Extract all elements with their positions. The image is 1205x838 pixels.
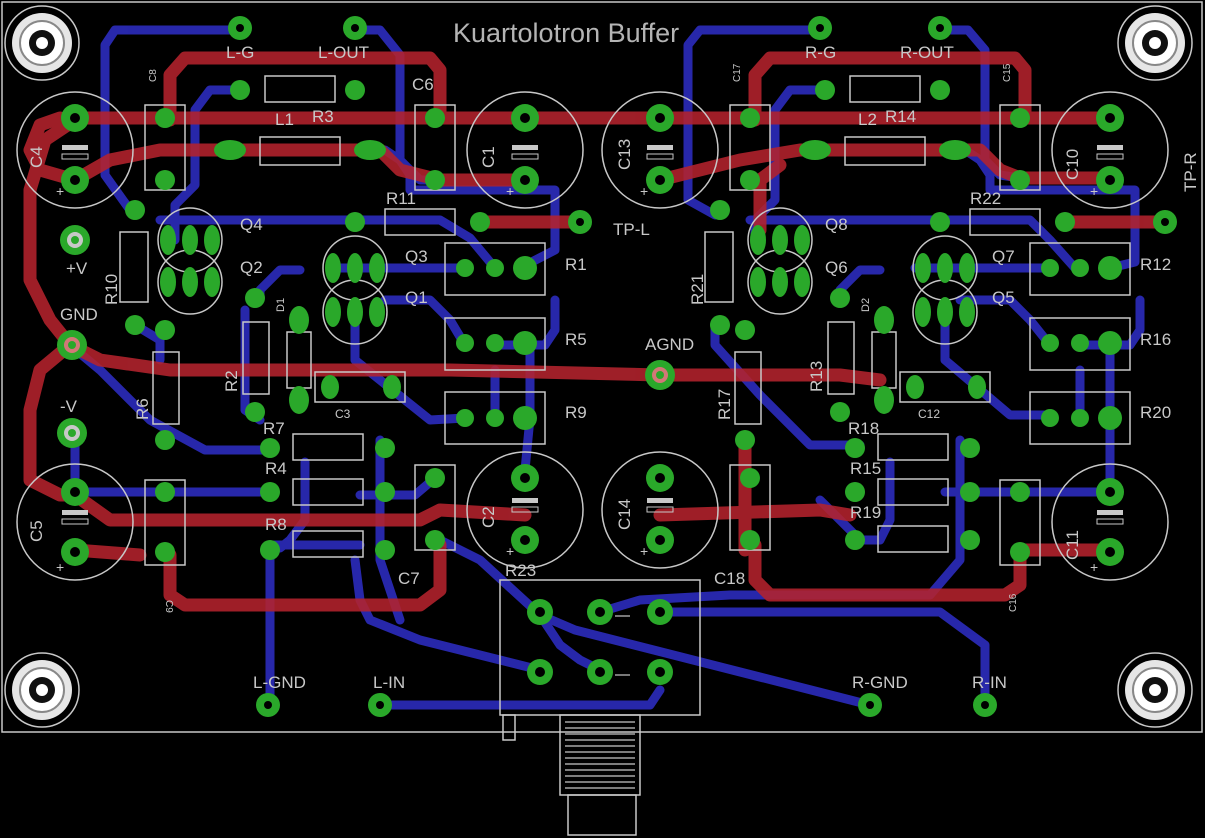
label-r13: R13: [807, 361, 826, 392]
label-c7: C7: [398, 569, 420, 588]
label-c5: C5: [27, 520, 46, 542]
label-q4: Q4: [240, 215, 263, 234]
mounting-holes: [12, 13, 1185, 720]
power-pads: [57, 225, 675, 448]
label-r21: R21: [688, 274, 707, 305]
polarity-plus-signs: + + + + + + + +: [56, 183, 1098, 575]
pads: [61, 16, 1177, 717]
svg-text:+: +: [56, 183, 64, 199]
label-c2: C2: [479, 506, 498, 528]
label-c12: C12: [918, 407, 940, 421]
label-c1: C1: [479, 146, 498, 168]
top-copper-traces: [23, 51, 1172, 612]
label-c10: C10: [1063, 149, 1082, 180]
label-minus-v: -V: [60, 397, 78, 416]
label-q5: Q5: [992, 288, 1015, 307]
label-r17: R17: [715, 389, 734, 420]
label-r19: R19: [850, 503, 881, 522]
label-r-gnd: R-GND: [852, 673, 908, 692]
label-c8: C8: [148, 69, 159, 82]
label-q8: Q8: [825, 215, 848, 234]
label-l-out: L-OUT: [318, 43, 369, 62]
label-plus-v: +V: [66, 259, 88, 278]
svg-text:+: +: [1090, 183, 1098, 199]
label-gnd: GND: [60, 305, 98, 324]
label-r23: R23: [505, 561, 536, 580]
label-r-out: R-OUT: [900, 43, 954, 62]
label-r11: R11: [386, 189, 416, 208]
label-r-in: R-IN: [972, 673, 1007, 692]
label-r20: R20: [1140, 403, 1171, 422]
label-d2: D2: [860, 298, 872, 312]
svg-text:+: +: [640, 183, 648, 199]
label-c13: C13: [615, 139, 634, 170]
label-r12: R12: [1140, 255, 1171, 274]
jack-threads: [565, 615, 635, 789]
svg-text:+: +: [506, 183, 514, 199]
label-r22: R22: [970, 189, 1001, 208]
svg-text:+: +: [640, 543, 648, 559]
pad-drills: [70, 24, 1169, 709]
label-r2: R2: [222, 370, 241, 392]
label-r-g: R-G: [805, 43, 836, 62]
label-r6: R6: [133, 398, 152, 420]
label-q3: Q3: [405, 247, 428, 266]
label-r4: R4: [265, 459, 287, 478]
label-r5: R5: [565, 330, 587, 349]
label-q1: Q1: [405, 288, 428, 307]
label-c14: C14: [615, 499, 634, 530]
label-c6: C6: [412, 75, 434, 94]
label-l2: L2: [858, 110, 877, 129]
label-l1: L1: [275, 110, 294, 129]
label-q6: Q6: [825, 258, 848, 277]
label-l-in: L-IN: [373, 673, 405, 692]
label-c9: C9: [163, 600, 174, 613]
label-c16: C16: [1008, 593, 1019, 612]
svg-text:+: +: [1090, 559, 1098, 575]
label-r18: R18: [848, 419, 879, 438]
label-q7: Q7: [992, 247, 1015, 266]
label-c4: C4: [27, 146, 46, 168]
label-r7: R7: [263, 419, 285, 438]
label-l-gnd: L-GND: [253, 673, 306, 692]
label-r10: R10: [102, 274, 121, 305]
svg-text:+: +: [56, 559, 64, 575]
label-d1: D1: [275, 298, 287, 312]
board-title: Kuartolotron Buffer: [453, 18, 679, 48]
label-c3: C3: [335, 407, 351, 421]
label-q2: Q2: [240, 258, 263, 277]
label-r8: R8: [265, 515, 287, 534]
silkscreen-labels: L-G L-OUT R-G R-OUT C8 C6 C17 C15 R3 L1 …: [27, 43, 1200, 692]
label-tp-r: TP-R: [1181, 152, 1200, 192]
label-r15: R15: [850, 459, 881, 478]
label-c17: C17: [732, 63, 743, 82]
label-r16: R16: [1140, 330, 1171, 349]
label-r9: R9: [565, 403, 587, 422]
label-tp-l: TP-L: [613, 220, 650, 239]
label-l-g: L-G: [226, 43, 254, 62]
svg-text:+: +: [506, 543, 514, 559]
label-c11: C11: [1063, 530, 1082, 560]
label-r3: R3: [312, 107, 334, 126]
label-r14: R14: [885, 107, 916, 126]
cap-polarity-marks: [61, 145, 1124, 525]
label-r1: R1: [565, 255, 587, 274]
label-agnd: AGND: [645, 335, 694, 354]
label-c18: C18: [714, 569, 745, 588]
label-c15: C15: [1002, 63, 1013, 82]
